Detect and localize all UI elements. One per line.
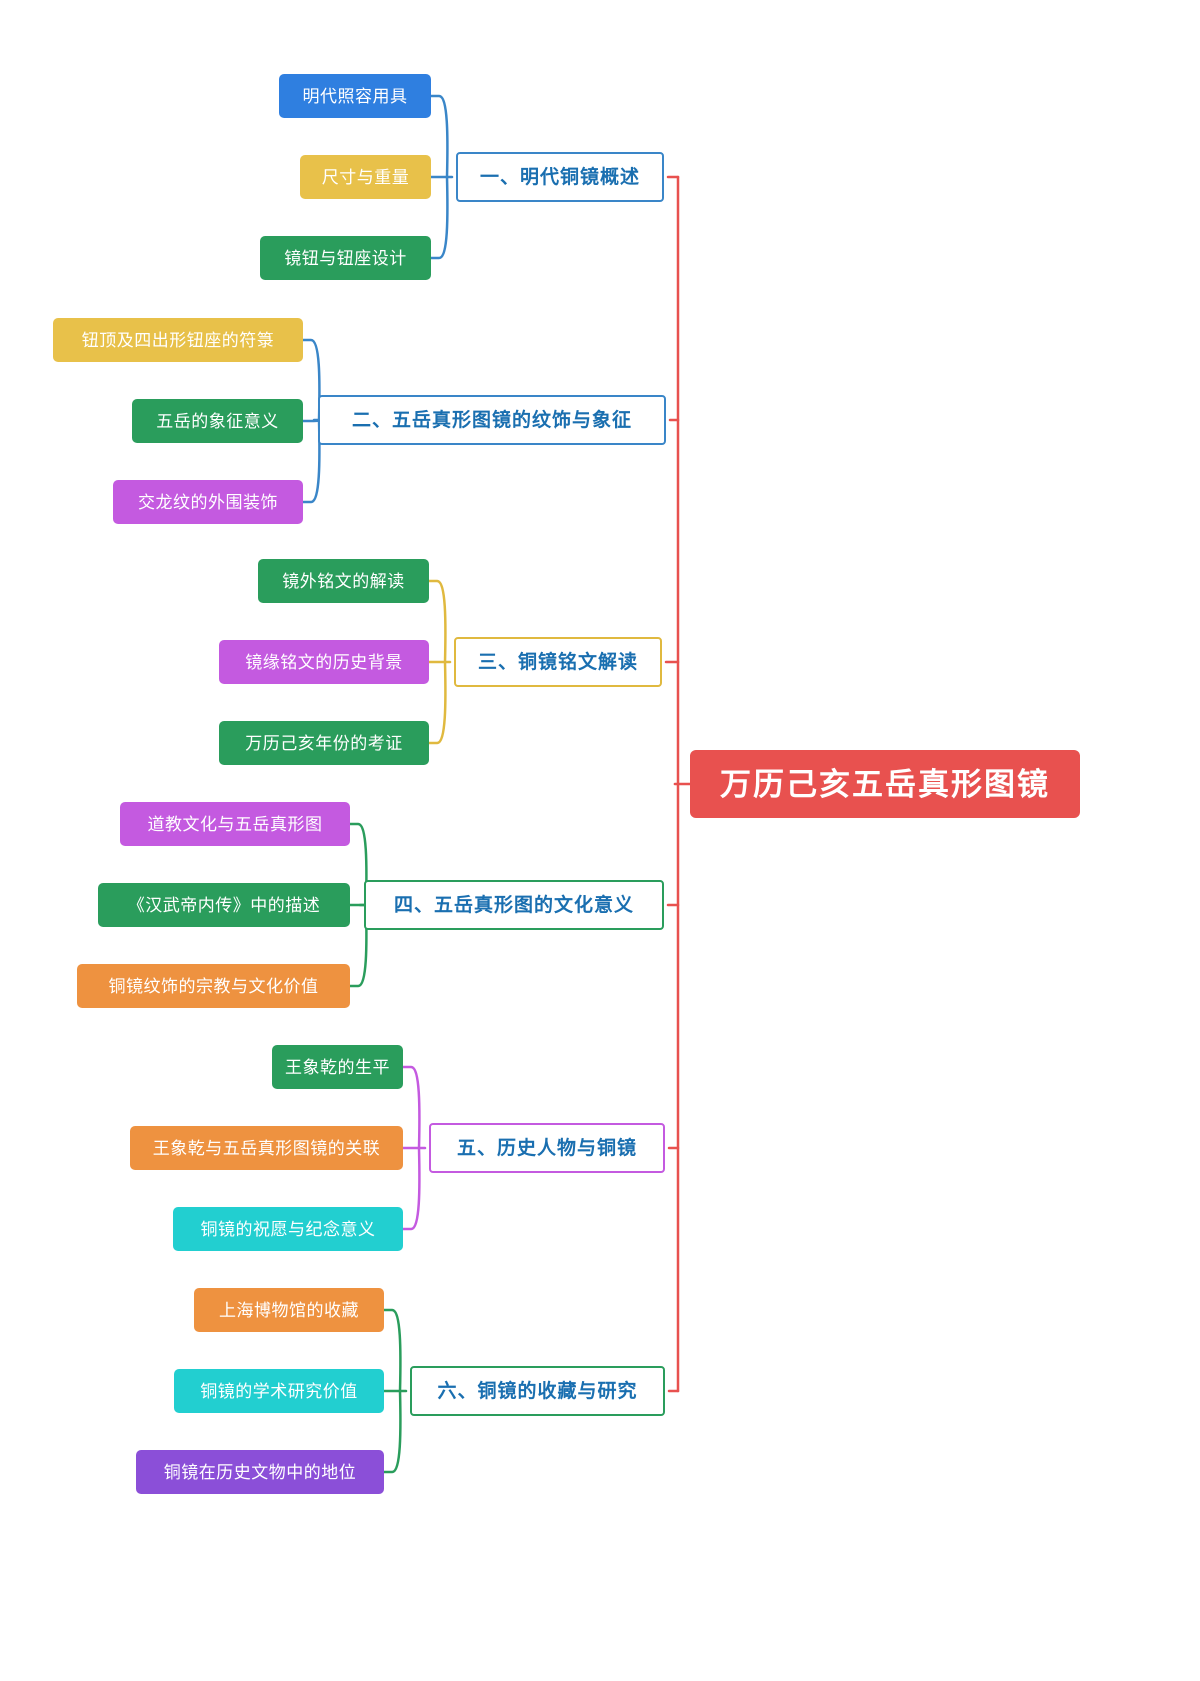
leaf-node-1-2[interactable]: 尺寸与重量 xyxy=(300,155,431,199)
leaf-node-5-2[interactable]: 王象乾与五岳真形图镜的关联 xyxy=(130,1126,403,1170)
leaf-node-2-3[interactable]: 交龙纹的外围装饰 xyxy=(113,480,303,524)
connector-line xyxy=(382,1308,402,1393)
connector-line xyxy=(427,660,447,745)
leaf-node-4-3[interactable]: 铜镜纹饰的宗教与文化价值 xyxy=(77,964,350,1008)
branch-node-2[interactable]: 二、五岳真形图镜的纹饰与象征 xyxy=(318,395,666,445)
leaf-node-6-2[interactable]: 铜镜的学术研究价值 xyxy=(174,1369,384,1413)
connector-line xyxy=(301,418,321,504)
leaf-node-2-1[interactable]: 钮顶及四出形钮座的符箓 xyxy=(53,318,303,362)
connector-line xyxy=(301,418,321,423)
leaf-node-1-3[interactable]: 镜钮与钮座设计 xyxy=(260,236,431,280)
leaf-node-6-3[interactable]: 铜镜在历史文物中的地位 xyxy=(136,1450,384,1494)
connector-line xyxy=(382,1389,402,1474)
branch-node-1[interactable]: 一、明代铜镜概述 xyxy=(456,152,664,202)
connector-line xyxy=(429,175,449,260)
connector-line xyxy=(429,94,449,179)
connector-line xyxy=(401,1065,421,1150)
leaf-node-3-2[interactable]: 镜缘铭文的历史背景 xyxy=(219,640,429,684)
connector-line xyxy=(427,579,447,664)
branch-node-3[interactable]: 三、铜镜铭文解读 xyxy=(454,637,662,687)
connector-line xyxy=(301,338,321,422)
leaf-node-1-1[interactable]: 明代照容用具 xyxy=(279,74,431,118)
leaf-node-3-3[interactable]: 万历己亥年份的考证 xyxy=(219,721,429,765)
leaf-node-3-1[interactable]: 镜外铭文的解读 xyxy=(258,559,429,603)
branch-node-4[interactable]: 四、五岳真形图的文化意义 xyxy=(364,880,664,930)
leaf-node-4-2[interactable]: 《汉武帝内传》中的描述 xyxy=(98,883,350,927)
leaf-node-6-1[interactable]: 上海博物馆的收藏 xyxy=(194,1288,384,1332)
leaf-node-5-3[interactable]: 铜镜的祝愿与纪念意义 xyxy=(173,1207,403,1251)
leaf-node-4-1[interactable]: 道教文化与五岳真形图 xyxy=(120,802,350,846)
branch-node-6[interactable]: 六、铜镜的收藏与研究 xyxy=(410,1366,665,1416)
leaf-node-5-1[interactable]: 王象乾的生平 xyxy=(272,1045,403,1089)
connector-line xyxy=(401,1146,421,1231)
root-node[interactable]: 万历己亥五岳真形图镜 xyxy=(690,750,1080,818)
leaf-node-2-2[interactable]: 五岳的象征意义 xyxy=(132,399,303,443)
branch-node-5[interactable]: 五、历史人物与铜镜 xyxy=(429,1123,665,1173)
